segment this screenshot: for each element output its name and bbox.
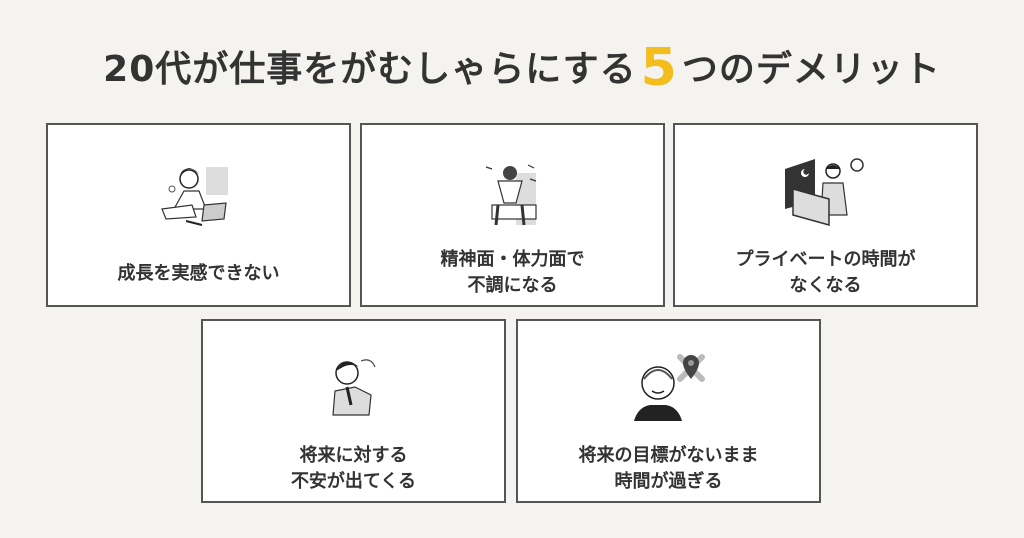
card-no-growth: 成長を実感できない xyxy=(46,123,351,307)
card-no-private-time: プライベートの時間が なくなる xyxy=(673,123,978,307)
title-prefix: 20代が仕事をがむしゃらにする xyxy=(103,49,637,90)
card-future-anxiety: 将来に対する 不安が出てくる xyxy=(201,319,506,503)
card-label: 成長を実感できない xyxy=(117,263,280,284)
card-health-issues: 精神面・体力面で 不調になる xyxy=(360,123,665,307)
old-man-no-goal-icon xyxy=(633,354,705,421)
title-number: 5 xyxy=(640,38,678,98)
man-working-late-night-icon xyxy=(784,158,864,226)
card-no-goals: 将来の目標がないまま 時間が過ぎる xyxy=(516,319,821,503)
card-label: 将来の目標がないまま 時間が過ぎる xyxy=(578,445,759,492)
frustrated-woman-at-laptop-icon xyxy=(160,167,228,226)
card-label: プライベートの時間が なくなる xyxy=(735,249,916,296)
title-suffix: つのデメリット xyxy=(681,49,941,90)
card-label: 精神面・体力面で 不調になる xyxy=(440,249,585,296)
worried-businessman-icon xyxy=(331,359,376,416)
exhausted-man-sitting-icon xyxy=(485,164,537,226)
card-label: 将来に対する 不安が出てくる xyxy=(290,445,417,492)
